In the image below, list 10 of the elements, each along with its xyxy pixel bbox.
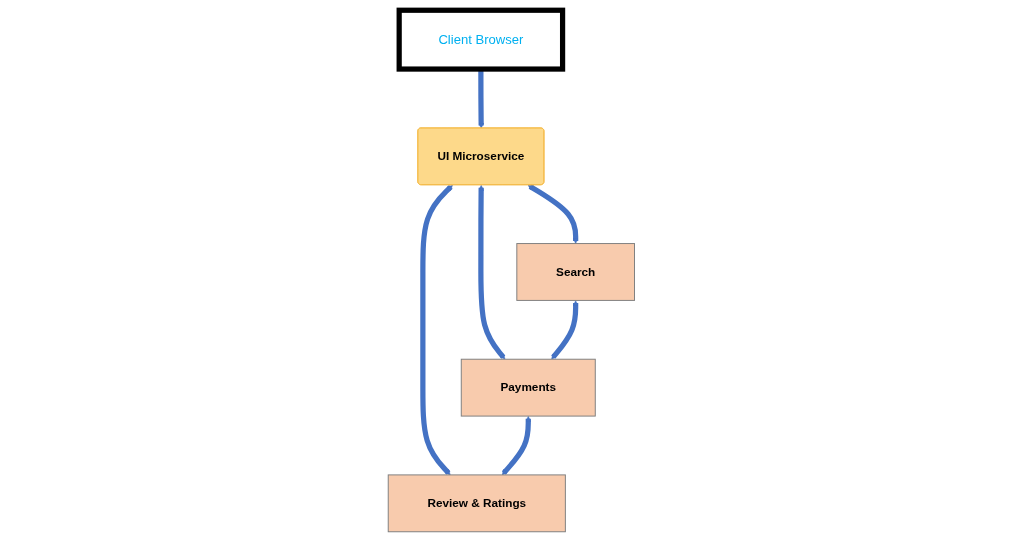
arrow xyxy=(419,185,453,476)
node-box: Client Browser xyxy=(396,7,565,72)
arrow xyxy=(550,300,579,360)
arrow xyxy=(477,185,505,360)
arrow xyxy=(501,416,531,476)
node-box: Review & Ratings xyxy=(387,474,566,533)
node-box: Payments xyxy=(460,358,596,417)
node-box: Search xyxy=(516,243,635,301)
arrow xyxy=(527,184,579,244)
arrow xyxy=(477,69,484,129)
